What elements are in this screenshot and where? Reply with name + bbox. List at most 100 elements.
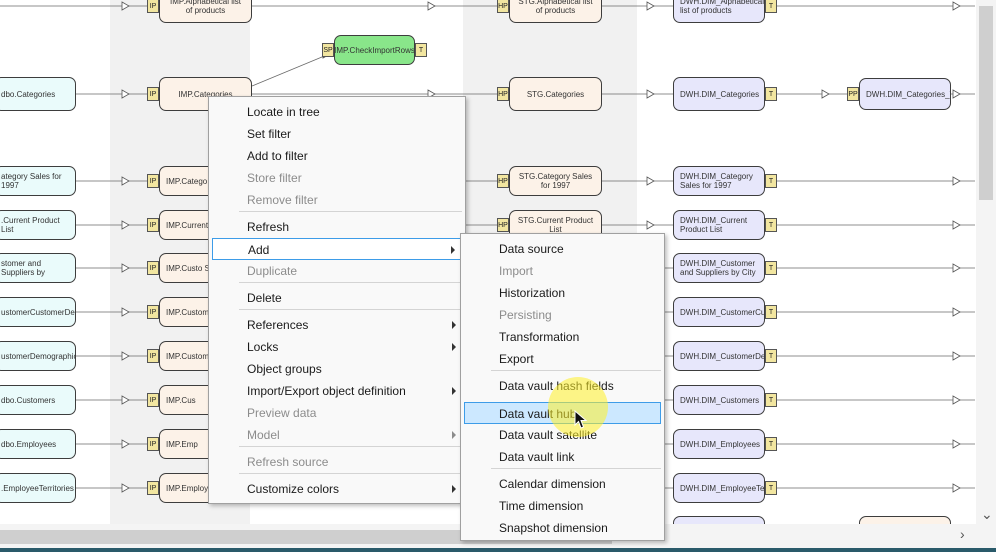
context-menu-item-add-to-filter[interactable]: Add to filter — [212, 145, 462, 167]
check-import-rows-node-label: IMP.CheckImportRows — [334, 45, 415, 55]
source-node[interactable]: ategory Sales for 1997 — [0, 166, 76, 196]
add-submenu-item-data-vault-hash-fields[interactable]: Data vault hash fields — [464, 375, 661, 397]
add-submenu-item-snapshot-dimension[interactable]: Snapshot dimension — [464, 517, 661, 539]
arrowhead-icon — [121, 220, 130, 230]
menu-item-label: Add to filter — [247, 149, 308, 163]
context-menu-item-object-groups[interactable]: Object groups — [212, 358, 462, 380]
add-submenu-item-data-source[interactable]: Data source — [464, 238, 661, 260]
menu-item-label: Remove filter — [247, 193, 318, 207]
source-node[interactable]: dbo.Categories — [0, 77, 76, 111]
source-node-label: dbo.Categories — [1, 89, 56, 99]
dwh-node[interactable]: DWH.DIM_EmployeeTerritories — [673, 473, 765, 503]
staging-node[interactable]: STG.Category Sales for 1997 — [509, 166, 602, 196]
dwh-node[interactable]: DWH.DIM_Category Sales for 1997 — [673, 166, 765, 196]
add-submenu-item-data-vault-link[interactable]: Data vault link — [464, 446, 661, 468]
dwh-tag: T — [765, 174, 777, 188]
import-tag: IP — [147, 437, 159, 451]
dwh-tag: T — [765, 0, 777, 13]
submenu-arrow-icon — [452, 321, 456, 329]
menu-item-label: Import — [499, 264, 534, 278]
add-submenu-item-export[interactable]: Export — [464, 348, 661, 370]
import-node-label: IMP.Customer cs — [166, 351, 227, 361]
add-submenu-item-data-vault-satellite[interactable]: Data vault satellite — [464, 424, 661, 446]
menu-separator — [239, 211, 462, 212]
dwh-node[interactable]: DWH.DIM_CustomerDemographics — [673, 341, 765, 371]
source-node[interactable]: .EmployeeTerritories — [0, 473, 76, 503]
dwh-node-label: DWH.DIM_CustomerCustomerDemo — [680, 307, 765, 317]
import-node-label: IMP.Current — [166, 220, 209, 230]
context-menu-item-locks[interactable]: Locks — [212, 336, 462, 358]
import-tag: IP — [147, 261, 159, 275]
context-menu-item-import-export-object-definition[interactable]: Import/Export object definition — [212, 380, 462, 402]
arrowhead-icon — [952, 395, 961, 405]
menu-item-label: Export — [499, 352, 534, 366]
dwh-tag: T — [765, 305, 777, 319]
dwh-node[interactable]: DWH.DIM_Current Product List — [673, 210, 765, 240]
context-menu-item-references[interactable]: References — [212, 314, 462, 336]
menu-separator — [239, 309, 462, 310]
add-submenu-item-calendar-dimension[interactable]: Calendar dimension — [464, 473, 661, 495]
import-node[interactable]: IMP.Alphabetical list of products — [159, 0, 252, 23]
context-menu-item-add[interactable]: Add — [212, 238, 462, 260]
add-submenu-item-transformation[interactable]: Transformation — [464, 326, 661, 348]
context-menu-item-refresh[interactable]: Refresh — [212, 216, 462, 238]
arrowhead-icon — [646, 176, 655, 186]
dwh-node[interactable]: DWH.DIM_Employees — [673, 429, 765, 459]
import-node-label: IMP.Customer mo — [166, 307, 230, 317]
menu-separator — [239, 282, 462, 283]
menu-item-label: Snapshot dimension — [499, 521, 608, 535]
menu-item-label: Set filter — [247, 127, 292, 141]
staging-tag: HP — [497, 87, 509, 101]
dwh-node[interactable]: DWH.DIM_CustomerCustomerDemo — [673, 297, 765, 327]
source-node[interactable]: dbo.Employees — [0, 429, 76, 459]
staging-node[interactable]: STG.Categories — [509, 77, 602, 111]
menu-separator — [239, 473, 462, 474]
dwh-categories-t-node[interactable]: DWH.DIM_Categories_T — [859, 78, 951, 110]
dwh-node[interactable]: DWH.DIM_Customers — [673, 385, 765, 415]
source-node[interactable]: .Current Product List — [0, 210, 76, 240]
menu-item-label: Customize colors — [247, 482, 340, 496]
source-node[interactable]: ustomerDemographics — [0, 341, 76, 371]
context-menu-item-store-filter: Store filter — [212, 167, 462, 189]
import-tag: IP — [147, 0, 159, 13]
menu-item-label: Locate in tree — [247, 105, 320, 119]
context-menu-item-locate-in-tree[interactable]: Locate in tree — [212, 101, 462, 123]
menu-separator — [491, 370, 661, 371]
staging-node[interactable]: STG.Alphabetical list of products — [509, 0, 602, 23]
add-submenu-item-data-vault-hub[interactable]: Data vault hub — [464, 402, 661, 424]
dwh-tag: T — [765, 87, 777, 101]
context-menu-item-customize-colors[interactable]: Customize colors — [212, 478, 462, 500]
arrowhead-icon — [121, 263, 130, 273]
import-node-label: IMP.Alphabetical list of products — [170, 0, 241, 15]
add-submenu-item-historization[interactable]: Historization — [464, 282, 661, 304]
check-import-rows-node[interactable]: IMP.CheckImportRows — [334, 35, 415, 65]
check-tag-right: T — [415, 43, 427, 57]
add-submenu-item-time-dimension[interactable]: Time dimension — [464, 495, 661, 517]
dwh-node[interactable]: DWH.DIM_Categories — [673, 77, 765, 111]
source-node[interactable]: dbo.Customers — [0, 385, 76, 415]
menu-item-label: Preview data — [247, 406, 317, 420]
dwh-node[interactable]: DWH.DIM_Alphabetical list of products — [673, 0, 765, 23]
arrowhead-icon — [121, 483, 130, 493]
dwh-node-label: DWH.DIM_EmployeeTerritories — [680, 483, 765, 493]
source-node[interactable]: ustomerCustomerDemo — [0, 297, 76, 327]
source-node-label: .Current Product List — [1, 216, 60, 234]
source-node-label: dbo.Employees — [1, 439, 57, 449]
dwh-tag: T — [765, 393, 777, 407]
dwh-tag: T — [765, 437, 777, 451]
source-node[interactable]: stomer and Suppliers by — [0, 253, 76, 283]
dwh-node-label: DWH.DIM_CustomerDemographics — [680, 351, 765, 361]
dwh-categories-t-node-label: DWH.DIM_Categories_T — [866, 89, 951, 99]
dwh-node[interactable]: DWH.DIM_Customer and Suppliers by City — [673, 253, 765, 283]
menu-item-label: Add — [248, 243, 270, 257]
scroll-down-icon[interactable]: ⌄ — [981, 506, 993, 522]
lineage-connector — [251, 51, 335, 87]
context-menu-item-delete[interactable]: Delete — [212, 287, 462, 309]
vertical-scroll-thumb[interactable] — [979, 6, 993, 200]
import-node-label: IMP.Custo Suppliers — [166, 263, 238, 273]
scroll-right-icon[interactable]: › — [960, 526, 965, 542]
context-menu-item-set-filter[interactable]: Set filter — [212, 123, 462, 145]
arrowhead-icon — [121, 439, 130, 449]
horizontal-scroll-thumb[interactable] — [0, 530, 612, 544]
staging-node-label: STG.Current Product List — [517, 216, 594, 234]
